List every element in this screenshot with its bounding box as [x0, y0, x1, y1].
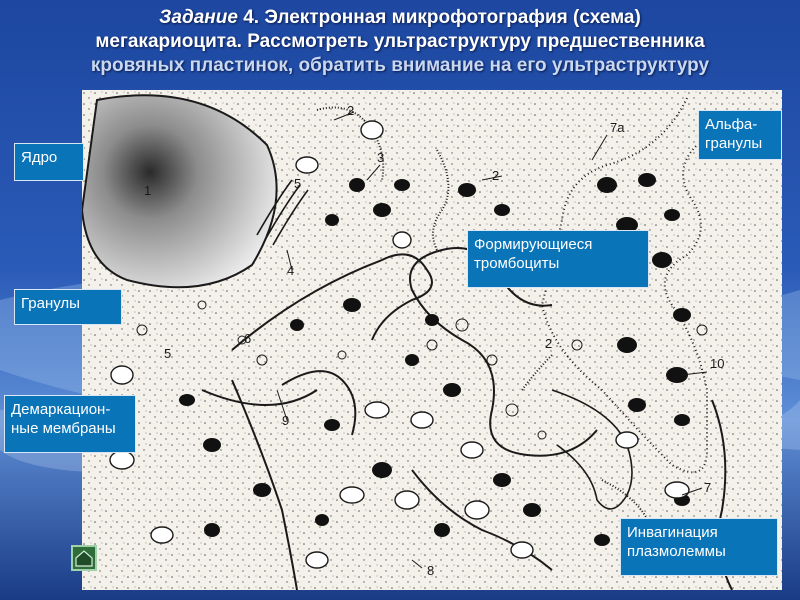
- fig-number-5b: 5: [164, 346, 171, 361]
- slide-title: Задание 4. Электронная микрофотография (…: [20, 6, 780, 78]
- megakaryocyte-diagram: 1 2 2 2 3 4 5 5 6 7а 7 8 9 10: [82, 90, 782, 590]
- label-nucleus: Ядро: [14, 143, 84, 181]
- label-forming-platelets: Формирующиеся тромбоциты: [467, 230, 649, 288]
- fig-number-6: 6: [244, 331, 251, 346]
- fig-number-9: 9: [282, 413, 289, 428]
- fig-number-2a: 2: [347, 103, 354, 118]
- label-demarcation-membranes: Демаркацион- ные мембраны: [4, 395, 136, 453]
- fig-number-10: 10: [710, 356, 724, 371]
- label-granules: Гранулы: [14, 289, 122, 325]
- title-line-1: Задание 4. Электронная микрофотография (…: [20, 6, 780, 30]
- home-nav-button[interactable]: [71, 545, 97, 571]
- label-alpha-granules: Альфа- гранулы: [698, 110, 782, 160]
- title-line-2: мегакариоцита. Рассмотреть ультраструкту…: [95, 31, 705, 52]
- fig-number-4: 4: [287, 263, 294, 278]
- task-number: 4.: [237, 7, 260, 28]
- figure-numbers: 1 2 2 2 3 4 5 5 6 7а 7 8 9 10: [144, 103, 724, 578]
- task-label: Задание: [159, 7, 238, 28]
- nucleus-region: [82, 94, 278, 289]
- fig-number-8: 8: [427, 563, 434, 578]
- golgi-stacks: [256, 179, 309, 246]
- title-line-1-text: Электронная микрофотография (схема): [259, 7, 641, 28]
- fig-number-2c: 2: [545, 336, 552, 351]
- alpha-granules: [179, 173, 691, 546]
- home-icon: [75, 550, 93, 567]
- fig-number-7a: 7а: [610, 120, 625, 135]
- title-line-3: кровяных пластинок, обратить внимание на…: [90, 55, 710, 76]
- fig-number-7: 7: [704, 480, 711, 495]
- fig-number-2b: 2: [492, 168, 499, 183]
- label-plasmolemma-invagination: Инвагинация плазмолеммы: [620, 518, 778, 576]
- small-vesicles: [136, 300, 708, 440]
- fig-number-5a: 5: [294, 176, 301, 191]
- leader-lines: [276, 111, 708, 569]
- fig-number-1: 1: [144, 183, 151, 198]
- fig-number-3: 3: [377, 150, 384, 165]
